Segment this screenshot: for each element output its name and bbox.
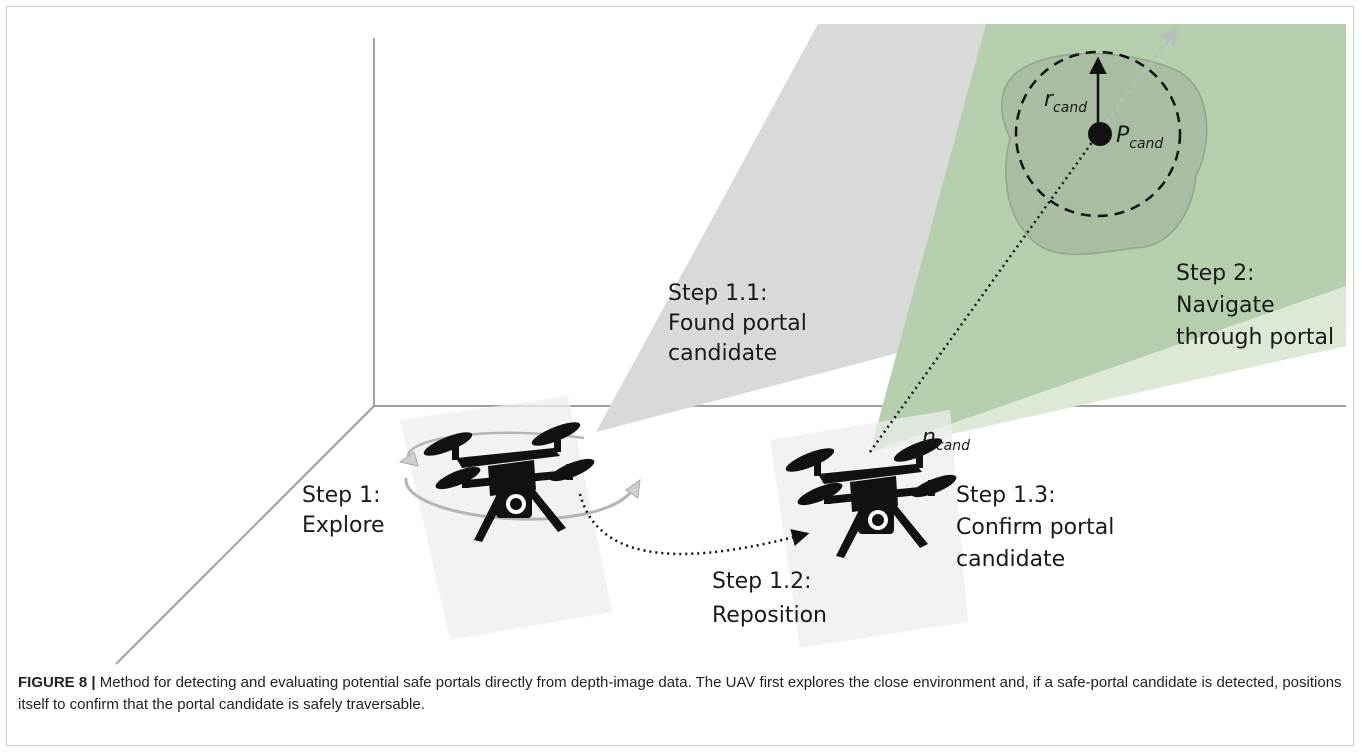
explore-rotation-arrow-bottom — [404, 477, 636, 521]
portal-region — [1000, 52, 1208, 255]
r-cand-label: rcand — [1044, 87, 1087, 116]
step1-3-label: Step 1.3: Confirm portal candidate — [956, 483, 1121, 572]
step1-label: Step 1: Explore — [302, 483, 388, 538]
step1-2-label: Step 1.2: Reposition — [712, 569, 827, 628]
portal-center-point — [1088, 122, 1112, 146]
step1-1-label: Step 1.1: Found portal candidate — [668, 281, 814, 366]
normal-direction-arrow — [1099, 27, 1179, 131]
caption-text: Method for detecting and evaluating pote… — [18, 674, 1342, 713]
portal-method-diagram: Step 1: Explore Step 1.1: Found portal c… — [115, 24, 1346, 665]
light-green-view-cone — [870, 286, 1346, 452]
step2-label: Step 2: Navigate through portal — [1176, 261, 1334, 350]
portal-radius-circle — [1014, 50, 1182, 218]
p-cand-label: Pcand — [1116, 123, 1163, 152]
figure-frame — [6, 6, 1354, 746]
caption-label: FIGURE 8 | — [18, 674, 96, 691]
figure-caption: FIGURE 8 | Method for detecting and eval… — [18, 672, 1344, 716]
n-cand-label: ncand — [922, 425, 970, 454]
